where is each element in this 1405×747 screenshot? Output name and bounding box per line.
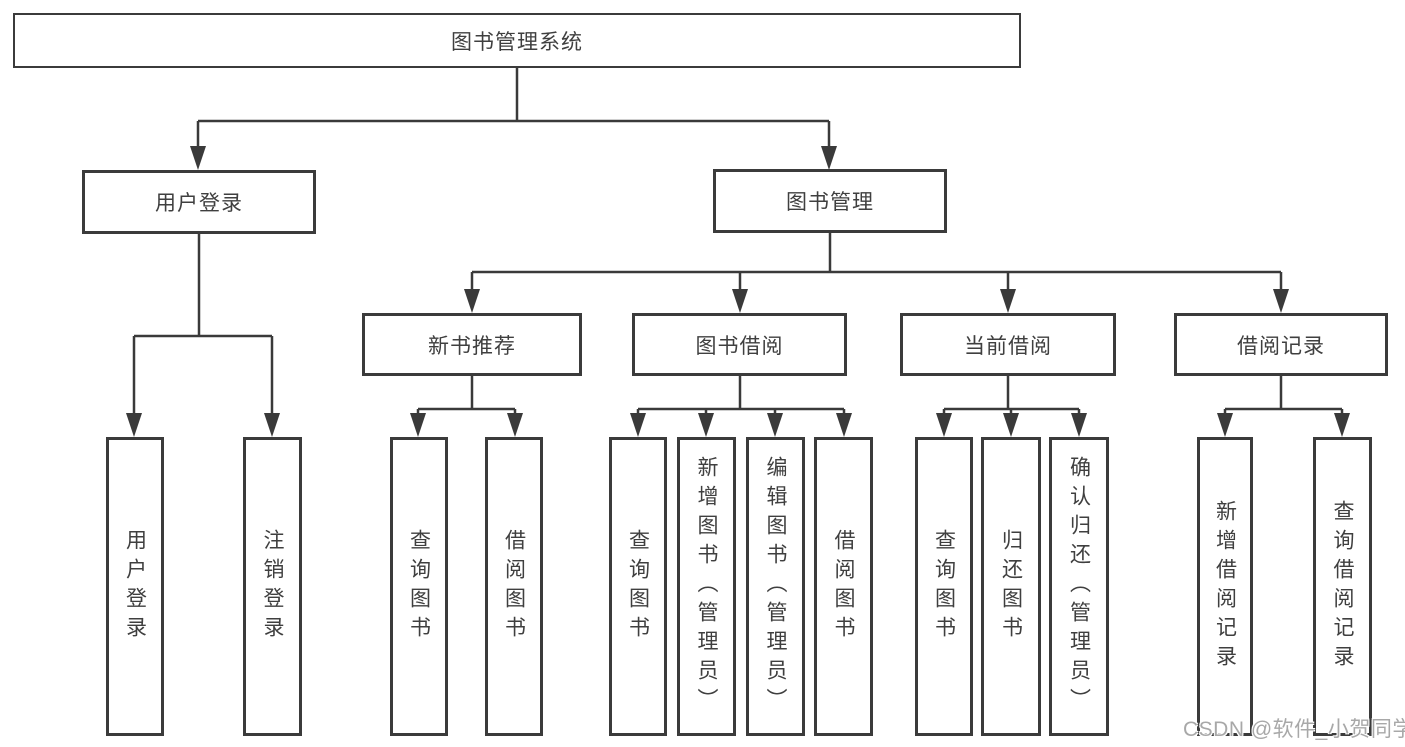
arrow-down-icon (821, 146, 837, 170)
node-label: 查询借阅记录 (1331, 499, 1354, 674)
node-leaf-query-borrow-record: 查询借阅记录 (1313, 437, 1372, 736)
arrow-down-icon (698, 413, 714, 437)
node-label: 用户登录 (123, 528, 147, 645)
node-leaf-query-books-2: 查询图书 (609, 437, 667, 736)
node-label: 新增借阅记录 (1213, 499, 1237, 674)
arrow-down-icon (732, 289, 748, 313)
node-label: 借阅记录 (1237, 334, 1325, 358)
arrow-down-icon (767, 413, 783, 437)
node-label: 查询图书 (626, 528, 650, 645)
node-leaf-add-borrow-record: 新增借阅记录 (1197, 437, 1253, 736)
node-leaf-borrow-books-1: 借阅图书 (485, 437, 543, 736)
arrow-down-icon (264, 413, 280, 437)
arrow-down-icon (1071, 413, 1087, 437)
node-label: 新书推荐 (428, 334, 516, 358)
node-system-root: 图书管理系统 (13, 13, 1021, 68)
node-label: 当前借阅 (964, 334, 1052, 358)
arrow-down-icon (464, 289, 480, 313)
arrow-down-icon (630, 413, 646, 437)
node-leaf-logout: 注销登录 (243, 437, 302, 736)
arrow-down-icon (410, 413, 426, 437)
node-leaf-confirm-return-admin: 确认归还（管理员） (1049, 437, 1109, 736)
arrow-down-icon (190, 146, 206, 170)
node-label: 图书管理系统 (451, 30, 583, 54)
node-label: 用户登录 (155, 192, 243, 215)
arrow-down-icon (836, 413, 852, 437)
node-current-borrowing: 当前借阅 (900, 313, 1116, 376)
node-label: 新增图书（管理员） (695, 456, 718, 717)
node-leaf-query-books-1: 查询图书 (390, 437, 448, 736)
node-book-management: 图书管理 (713, 169, 947, 233)
node-label: 确认归还（管理员） (1067, 456, 1091, 717)
node-label: 借阅图书 (502, 528, 526, 645)
node-book-borrowing: 图书借阅 (632, 313, 847, 376)
node-new-book-recommendation: 新书推荐 (362, 313, 582, 376)
node-leaf-add-books-admin: 新增图书（管理员） (677, 437, 736, 736)
node-leaf-user-login: 用户登录 (106, 437, 164, 736)
node-label: 借阅图书 (832, 528, 855, 645)
arrow-down-icon (936, 413, 952, 437)
node-leaf-borrow-books-2: 借阅图书 (814, 437, 873, 736)
node-label: 注销登录 (261, 528, 284, 645)
node-label: 查询图书 (932, 528, 956, 645)
node-label: 图书管理 (786, 191, 874, 214)
node-borrow-records: 借阅记录 (1174, 313, 1388, 376)
csdn-watermark: CSDN @软件_小贺同学 (1183, 718, 1405, 741)
node-label: 归还图书 (999, 528, 1023, 645)
arrow-down-icon (1000, 289, 1016, 313)
node-leaf-query-books-3: 查询图书 (915, 437, 973, 736)
arrow-down-icon (126, 413, 142, 437)
arrow-down-icon (507, 413, 523, 437)
node-label: 图书借阅 (695, 334, 784, 358)
node-user-login: 用户登录 (82, 170, 316, 234)
arrow-down-icon (1273, 289, 1289, 313)
arrow-down-icon (1003, 413, 1019, 437)
arrow-down-icon (1334, 413, 1350, 437)
arrow-down-icon (1217, 413, 1233, 437)
node-label: 查询图书 (407, 528, 431, 645)
node-label: 编辑图书（管理员） (764, 456, 787, 717)
node-leaf-edit-books-admin: 编辑图书（管理员） (746, 437, 805, 736)
node-leaf-return-books: 归还图书 (981, 437, 1041, 736)
arrowheads (126, 146, 1350, 437)
